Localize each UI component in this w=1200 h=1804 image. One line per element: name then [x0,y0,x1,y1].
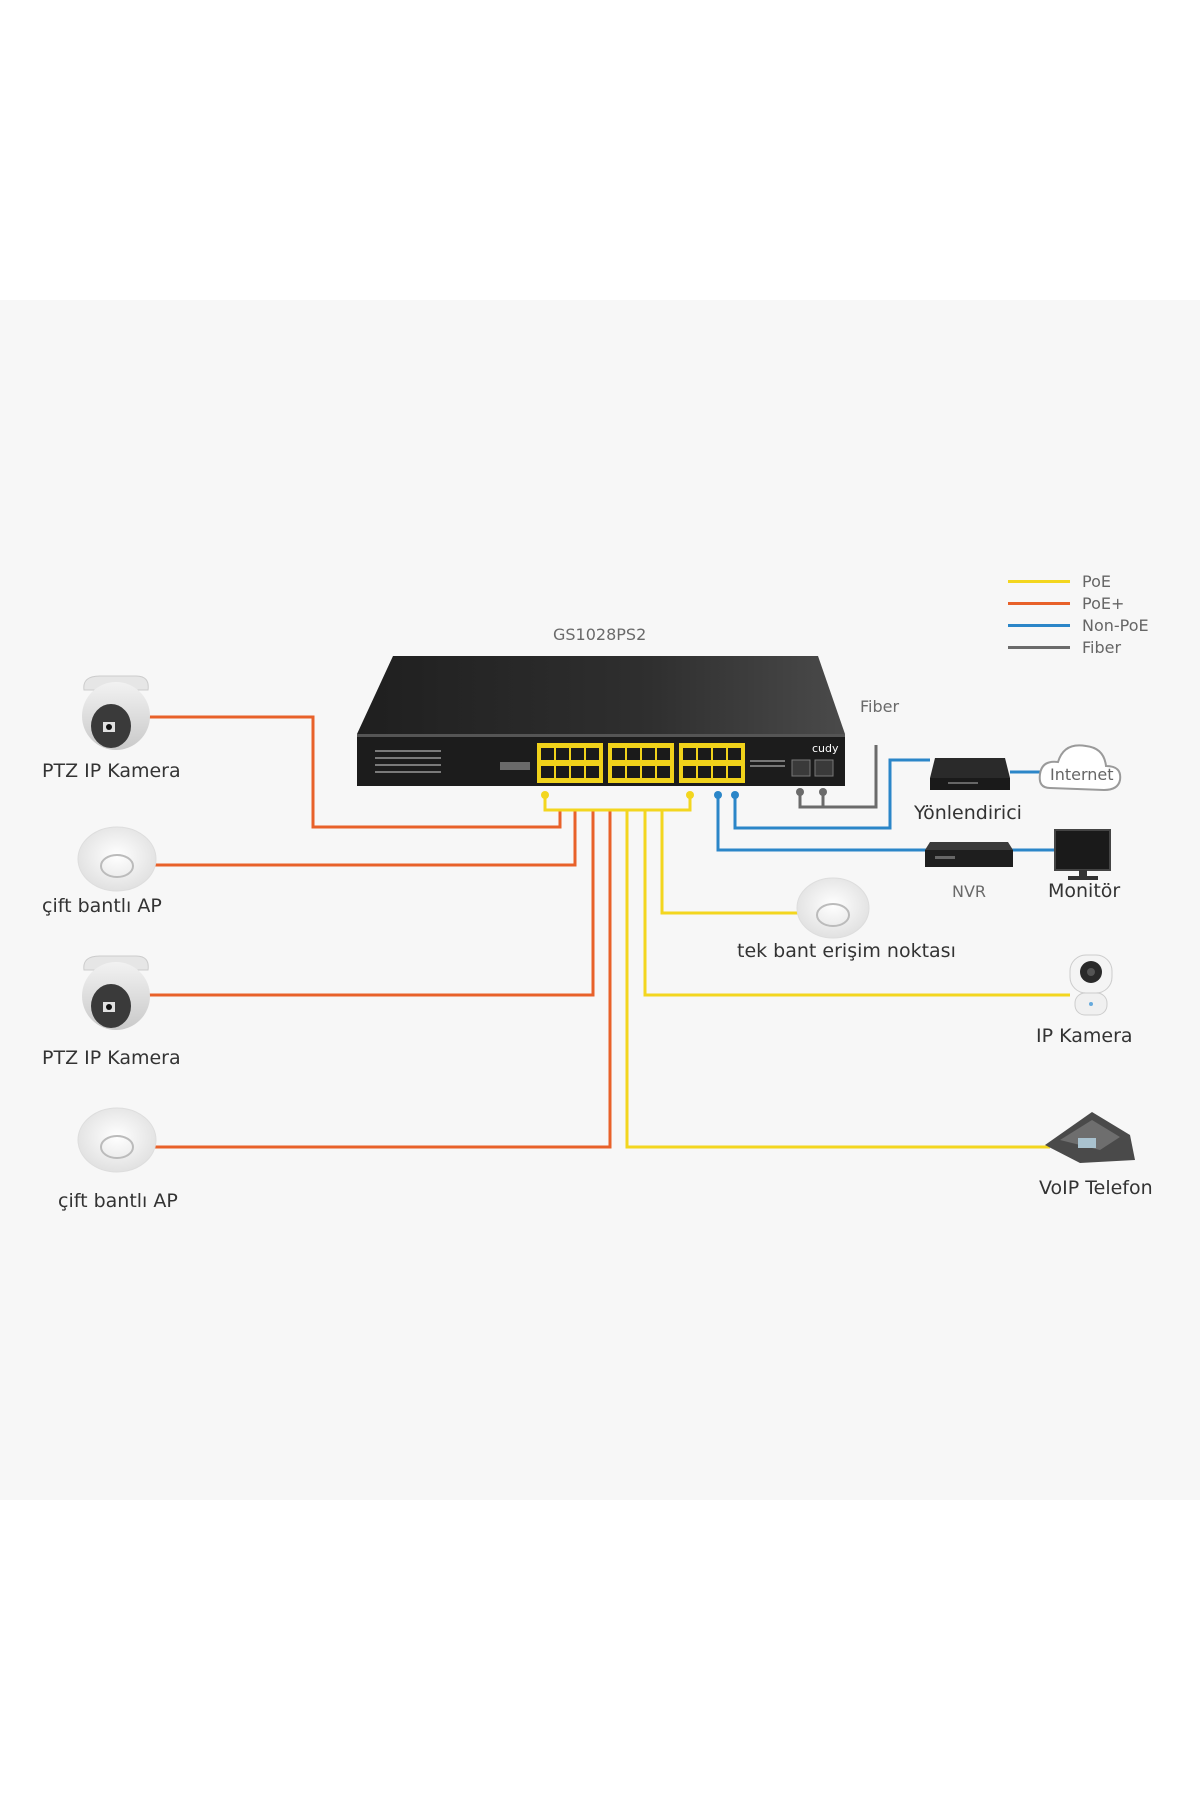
legend-swatch [1008,601,1070,605]
port-dot [731,791,739,799]
fiber-label: Fiber [860,697,900,716]
legend-item-non-poe: Non-PoE [1008,614,1149,636]
legend-item-fiber: Fiber [1008,636,1121,658]
line-voip-phone [625,810,1050,1149]
router-icon [930,758,1010,790]
nvr-label: NVR [952,882,987,901]
switch-top [357,656,845,734]
connection-lines [145,715,1070,1149]
port-dot [541,791,549,799]
dual-ap-1-label: çift bantlı AP [42,895,162,917]
port-dots [541,788,827,799]
ptz-camera-1-label: PTZ IP Kamera [42,760,181,782]
port-block-1 [537,743,603,783]
dome-camera-icon [82,955,150,1030]
ptz-camera-2-label: PTZ IP Kamera [42,1047,181,1069]
ceiling-ap-icon [77,826,157,892]
legend-label: PoE+ [1082,593,1125,613]
line-nvr [716,795,928,852]
ip-camera-label: IP Kamera [1036,1025,1133,1047]
line-ptz-camera-2 [145,810,595,997]
nvr-icon [925,842,1013,867]
line-ip-camera [643,810,1070,997]
cloud-icon [1038,744,1122,792]
ceiling-ap-icon [796,877,870,939]
dual-ap-2-label: çift bantlı AP [58,1190,178,1212]
internet-label: Internet [1050,765,1114,784]
port-block-3 [679,743,745,783]
switch-brand-label: cudy [812,742,839,755]
ip-camera-icon [1069,954,1113,1016]
legend-item-poe: PoE [1008,570,1111,592]
monitor-icon [1054,829,1111,880]
legend-item-poe-plus: PoE+ [1008,592,1124,614]
legend-label: Non-PoE [1082,615,1149,635]
port-block-2 [608,743,674,783]
legend-label: Fiber [1082,637,1122,657]
port-dot [686,791,694,799]
voip-phone-label: VoIP Telefon [1039,1177,1153,1199]
port-dot [714,791,722,799]
conference-phone-icon [1045,1112,1135,1163]
line-ptz-camera-1 [145,715,562,829]
sfp-ports [750,759,834,777]
dome-camera-icon [82,675,150,750]
line-fiber [798,745,878,809]
router-label: Yönlendirici [914,802,1022,824]
background-panel [0,300,1200,1500]
line-single-ap [660,810,800,915]
port-dot [796,788,804,796]
single-ap-label: tek bant erişim noktası [737,940,956,962]
legend-swatch [1008,623,1070,627]
line-router [733,758,930,830]
switch-model-label: GS1028PS2 [553,625,647,644]
ceiling-ap-icon [77,1107,157,1173]
legend-label: PoE [1082,571,1111,591]
line-dual-ap-2 [155,810,612,1149]
monitor-label: Monitör [1048,880,1121,902]
switch-label-plate [500,762,530,770]
line-poe-bus [543,795,692,812]
port-dot [819,788,827,796]
poe-switch [357,656,845,786]
line-dual-ap-1 [155,810,577,867]
legend-swatch [1008,579,1070,583]
switch-edge [357,734,845,737]
led-grid [375,750,441,773]
legend-swatch [1008,645,1070,649]
